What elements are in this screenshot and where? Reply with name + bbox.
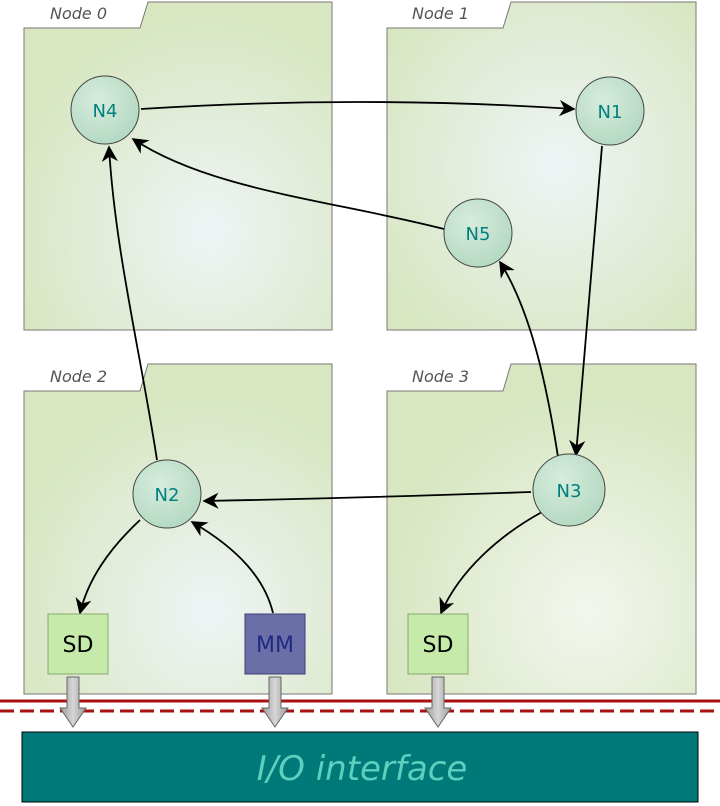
io-interface-label: I/O interface — [257, 749, 468, 789]
node-panel-2: Node 2 — [23, 363, 333, 695]
io-arrows — [59, 676, 452, 728]
device-sd-left: SD — [47, 613, 109, 675]
process-n4: N4 — [70, 75, 140, 145]
io-arrow-left — [59, 676, 87, 728]
process-n5: N5 — [443, 198, 513, 268]
process-label: N3 — [557, 481, 582, 502]
process-label: N4 — [93, 101, 118, 122]
node-panel-3: Node 3 — [386, 363, 697, 695]
device-label: SD — [423, 633, 454, 658]
edges — [75, 99, 603, 615]
edge-mm-n2 — [190, 521, 274, 614]
edge-n2-sd-left — [75, 519, 141, 615]
device-label: SD — [63, 633, 94, 658]
io-interface: I/O interface — [21, 731, 699, 803]
node-label: Node 3 — [412, 367, 469, 386]
node-panel-1: Node 1 — [386, 1, 697, 331]
node-label: Node 1 — [412, 4, 469, 23]
io-arrow-mm — [261, 676, 289, 728]
edge-n3-n5 — [499, 260, 559, 458]
device-label: MM — [256, 633, 294, 658]
process-n2: N2 — [132, 459, 202, 529]
edge-n3-n2 — [202, 491, 532, 509]
process-label: N5 — [466, 224, 491, 245]
node-label: Node 2 — [50, 367, 107, 386]
edge-n5-n4 — [131, 138, 445, 230]
device-mm: MM — [244, 613, 306, 675]
edge-n4-n1 — [140, 99, 576, 117]
io-arrow-right — [424, 676, 452, 728]
edge-n3-sd-right — [439, 511, 543, 615]
edge-n2-n4 — [101, 145, 158, 461]
device-sd-right: SD — [407, 613, 469, 675]
node-panel-0: Node 0 — [23, 1, 333, 331]
io-boundary — [0, 699, 720, 713]
process-n1: N1 — [575, 76, 645, 146]
process-label: N2 — [155, 485, 180, 506]
edge-n1-n3 — [569, 145, 603, 457]
process-label: N1 — [598, 102, 623, 123]
node-label: Node 0 — [50, 4, 107, 23]
process-n3: N3 — [532, 453, 606, 527]
